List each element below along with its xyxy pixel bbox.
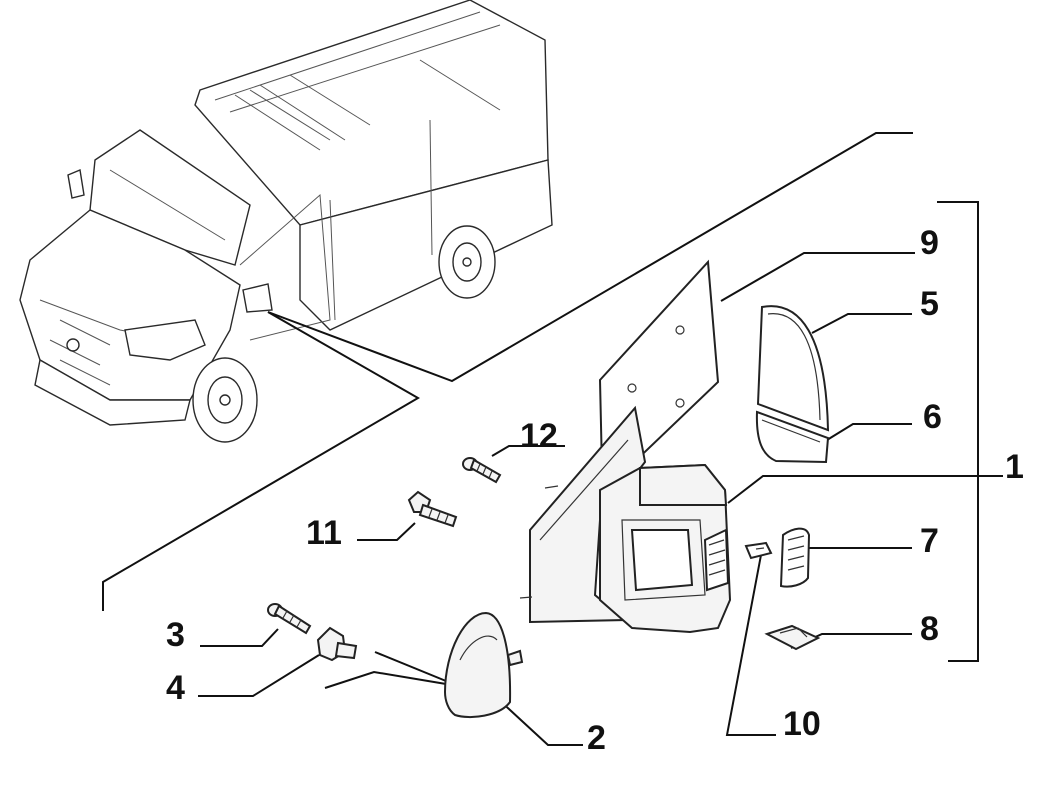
callout-labels: 1 2 3 4 5 6 7 8 9 10 11 12	[166, 224, 1024, 757]
clip-4-part	[316, 626, 358, 662]
leader-lines	[102, 132, 1003, 746]
callout-6: 6	[923, 398, 942, 436]
callout-3: 3	[166, 616, 185, 654]
cover-part	[443, 611, 524, 719]
mirror-glass-lower-part	[755, 410, 830, 464]
callout-2: 2	[587, 719, 606, 757]
van-illustration	[19, 0, 553, 443]
mirror-glass-upper-part	[756, 305, 830, 432]
screw-12-part	[462, 457, 502, 484]
bulb-part	[744, 541, 773, 560]
callout-10: 10	[783, 705, 821, 743]
lamp-lens-part	[779, 527, 811, 588]
callout-11: 11	[306, 514, 342, 552]
bolt-11-part	[407, 490, 458, 528]
callout-4: 4	[166, 669, 185, 707]
callout-7: 7	[920, 522, 939, 560]
callout-5: 5	[920, 285, 939, 323]
callout-8: 8	[920, 610, 939, 648]
screw-3-part	[267, 603, 312, 635]
mirror-housing-part	[519, 405, 732, 634]
callout-1: 1	[1005, 448, 1024, 486]
callout-12: 12	[520, 417, 558, 455]
pad-part	[764, 624, 821, 651]
callout-9: 9	[920, 224, 939, 262]
